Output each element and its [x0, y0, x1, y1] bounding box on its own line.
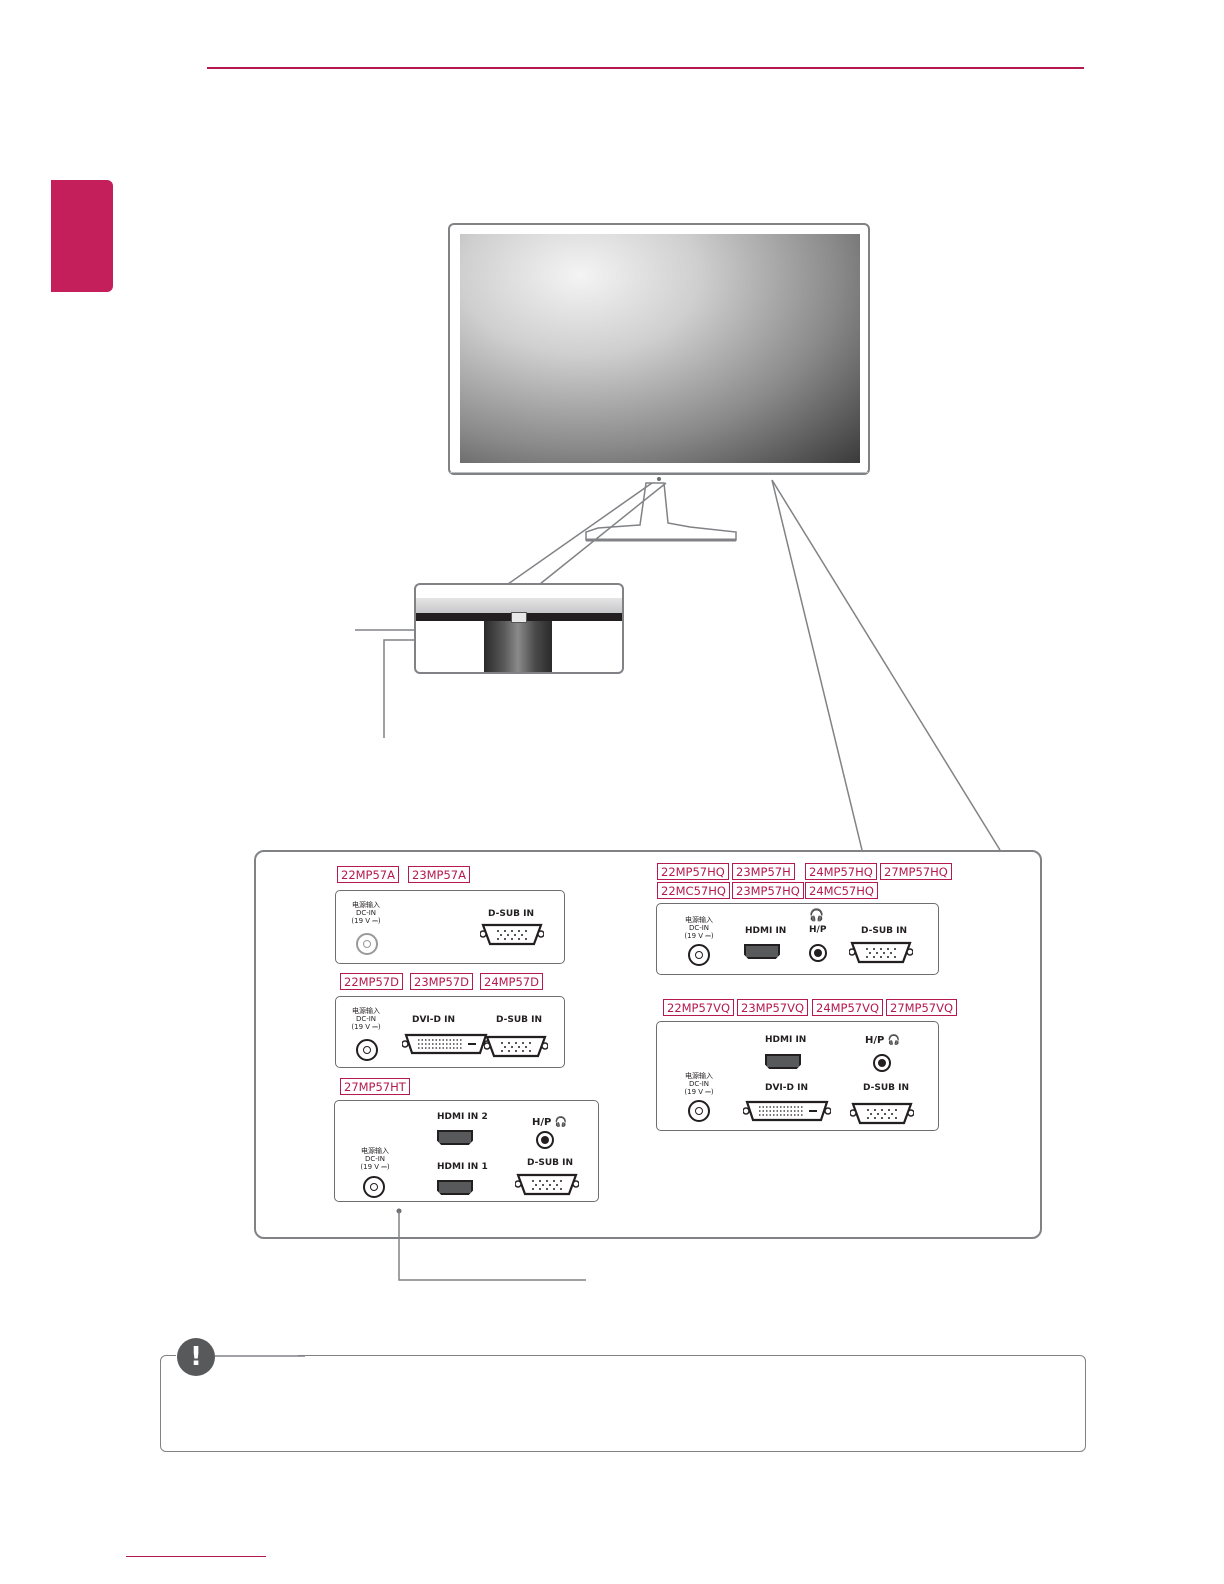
- model-tag: 23MP57HQ: [732, 882, 804, 899]
- headphone-icon: 🎧: [809, 908, 824, 922]
- dvid-label: DVI-D IN: [765, 1083, 809, 1093]
- dc-in-jack: [363, 1176, 385, 1198]
- dsub-label: D-SUB IN: [527, 1158, 574, 1168]
- model-tag: 23MP57H: [732, 863, 795, 880]
- hp-label: H/P: [809, 925, 827, 935]
- hp-jack: [536, 1131, 554, 1149]
- model-tag: 22MP57D: [340, 973, 403, 990]
- dsub-port: [515, 1173, 579, 1196]
- dvid-label: DVI-D IN: [412, 1015, 456, 1025]
- dc-in-jack: [688, 944, 710, 966]
- model-tag: 22MP57A: [337, 866, 399, 883]
- monitor-stand: [585, 482, 737, 541]
- model-tag: 24MC57HQ: [805, 882, 878, 899]
- dsub-label: D-SUB IN: [496, 1015, 543, 1025]
- hdmi-label: HDMI IN: [745, 926, 787, 936]
- note-exclamation-icon: !: [177, 1338, 215, 1376]
- headphone-icon: 🎧: [554, 1117, 568, 1128]
- hdmi-label: HDMI IN: [765, 1035, 807, 1045]
- power-button-icon: [657, 477, 661, 481]
- model-tag: 24MP57HQ: [805, 863, 877, 880]
- model-tag: 22MC57HQ: [657, 882, 730, 899]
- dc-in-jack: [688, 1100, 710, 1122]
- model-tag: 24MP57VQ: [812, 999, 884, 1016]
- hdmi1-label: HDMI IN 1: [437, 1162, 488, 1172]
- model-tag: 27MP57HQ: [880, 863, 952, 880]
- hdmi2-port: [437, 1130, 473, 1145]
- hdmi2-label: HDMI IN 2: [437, 1112, 488, 1122]
- model-tag: 23MP57D: [410, 973, 473, 990]
- hdmi-port: [744, 944, 780, 959]
- dsub-port: [480, 923, 544, 946]
- model-tag: 24MP57D: [480, 973, 543, 990]
- joystick-detail-zoom: [414, 583, 624, 674]
- hdmi-port: [765, 1054, 801, 1069]
- dsub-label: D-SUB IN: [861, 926, 908, 936]
- hp-jack: [809, 944, 827, 962]
- dsub-label: D-SUB IN: [488, 909, 535, 919]
- model-tag: 22MP57VQ: [663, 999, 735, 1016]
- power-button: [511, 612, 527, 623]
- connector-panel-frame: [254, 850, 1042, 1239]
- hp-label: H/P 🎧: [865, 1035, 901, 1046]
- dc-in-jack: [356, 1039, 378, 1061]
- dvi-port: [743, 1100, 831, 1122]
- dsub-label: D-SUB IN: [863, 1083, 910, 1093]
- dc-in-jack: [356, 933, 378, 955]
- note-box: [160, 1355, 1086, 1452]
- model-tag: 27MP57VQ: [886, 999, 958, 1016]
- dvi-port: [402, 1033, 490, 1055]
- hp-jack: [873, 1054, 891, 1072]
- dsub-port: [850, 1102, 914, 1125]
- stand-neck: [484, 621, 552, 672]
- monitor-bezel-line: [450, 472, 868, 473]
- dsub-port: [484, 1035, 548, 1058]
- monitor-screen: [460, 234, 860, 463]
- headphone-icon: 🎧: [887, 1035, 901, 1046]
- model-tag: 27MP57HT: [340, 1078, 410, 1095]
- model-tag: 23MP57A: [408, 866, 470, 883]
- model-tag: 23MP57VQ: [737, 999, 809, 1016]
- model-tag: 22MP57HQ: [657, 863, 729, 880]
- header-rule: [207, 67, 1084, 69]
- language-side-tab: [51, 180, 113, 292]
- hp-label: H/P 🎧: [532, 1117, 568, 1128]
- footer-rule: [126, 1556, 266, 1557]
- hdmi1-port: [437, 1180, 473, 1195]
- dsub-port: [849, 941, 913, 964]
